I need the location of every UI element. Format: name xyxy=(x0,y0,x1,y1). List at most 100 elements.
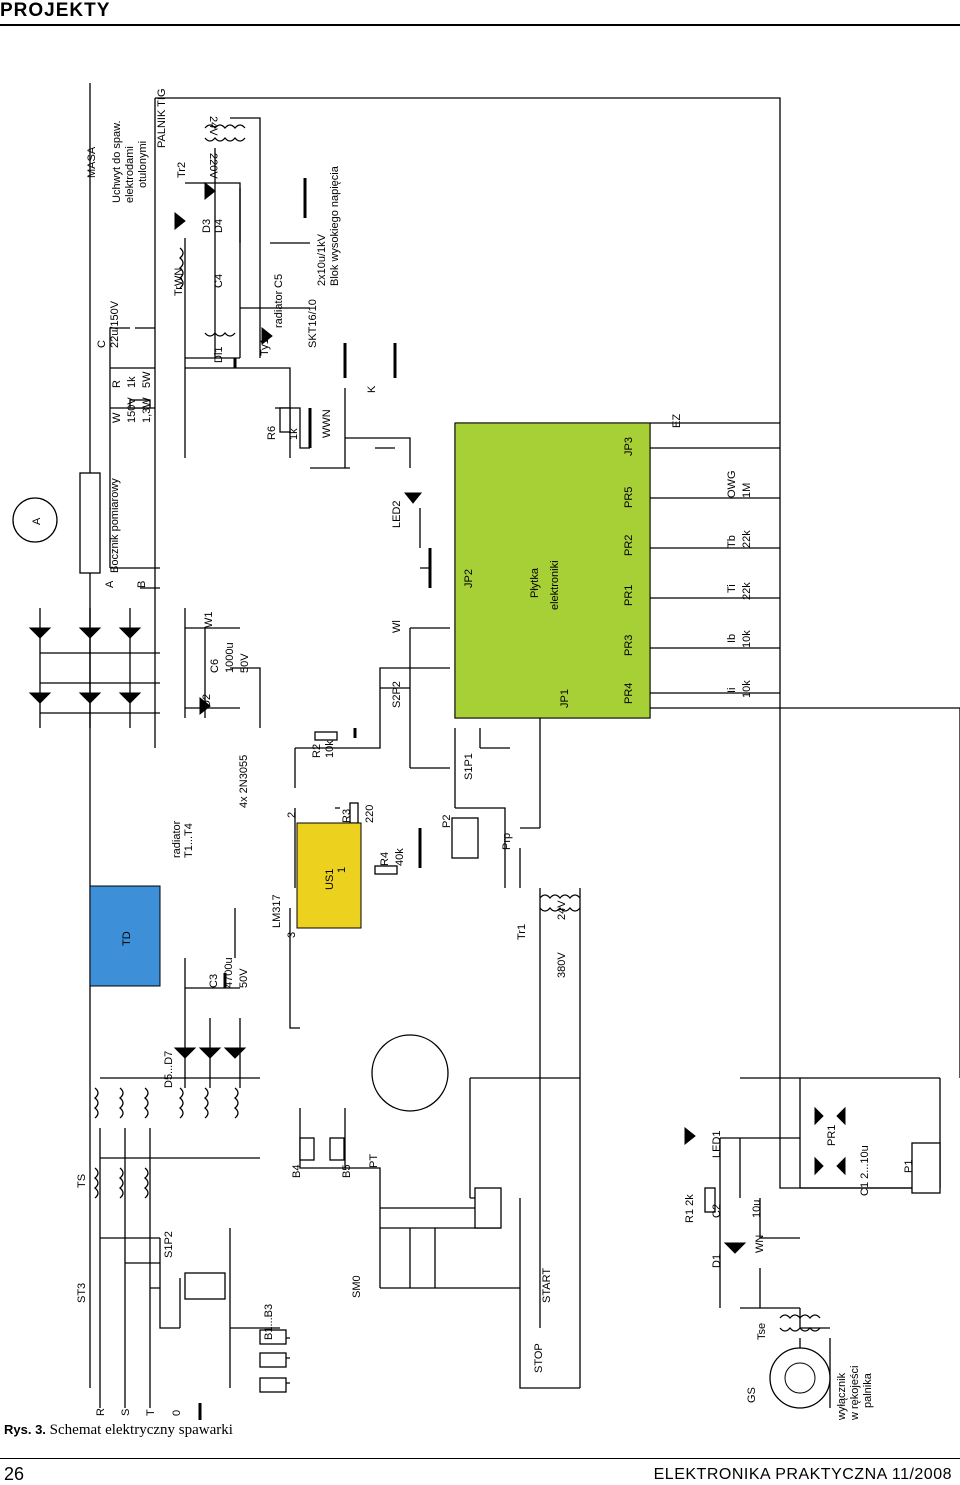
lbl-skt: SKT16/10 xyxy=(307,299,319,348)
lbl-ib: Ib xyxy=(726,634,738,643)
lbl-lm317: LM317 xyxy=(271,894,283,928)
wire xyxy=(184,908,240,1018)
diode-d3 xyxy=(174,211,186,231)
electronics-board xyxy=(454,422,651,719)
lbl-uchwyt: Uchwyt do spaw. xyxy=(111,120,123,203)
lbl-led1: LED1 xyxy=(711,1130,723,1158)
lbl-p2: P2 xyxy=(441,815,453,828)
lbl-gs: GS xyxy=(746,1387,758,1403)
coil-ts-prim2 xyxy=(93,1167,149,1199)
diode-bridge xyxy=(28,627,142,639)
wire xyxy=(519,827,540,888)
lbl-jp3: JP3 xyxy=(623,437,635,456)
lbl-pin3: 3 xyxy=(286,932,298,938)
lbl-uchwyt: otulonymi xyxy=(137,141,149,188)
diode-d1 xyxy=(723,1242,747,1254)
lbl-blok: 2x10u/1kV xyxy=(316,233,328,286)
wire xyxy=(239,188,310,309)
lbl-w-val: 1,3W xyxy=(141,397,153,423)
lbl-r: R xyxy=(111,380,123,388)
lbl-plytka: elektroniki xyxy=(549,560,561,610)
lbl-tr1: Tr1 xyxy=(516,924,528,940)
resistor-r xyxy=(129,399,151,409)
lbl-ti-val: 22k xyxy=(741,582,753,600)
lbl-b5: B5 xyxy=(341,1165,353,1178)
lbl-c3-val: 50V xyxy=(238,968,250,988)
lbl-phase-r: R xyxy=(95,1408,107,1416)
lbl-c6-val: 50V xyxy=(239,653,251,673)
lbl-ii: Ii xyxy=(726,688,738,694)
diode-led2 xyxy=(403,492,423,504)
lbl-s1p1: S1P1 xyxy=(463,753,475,780)
wire xyxy=(229,1228,280,1388)
lbl-owg: OWG xyxy=(726,471,738,499)
wire xyxy=(289,748,300,1029)
lbl-c1: C1 2...10u xyxy=(859,1145,871,1196)
coil-tr1 xyxy=(539,894,581,912)
lbl-d2: D2 xyxy=(201,694,213,708)
relay-sm0 xyxy=(474,1187,502,1229)
wire xyxy=(100,1237,160,1289)
lbl-wyl: palnika xyxy=(862,1372,874,1408)
lbl-r1: R1 2k xyxy=(684,1194,696,1223)
lbl-c: C xyxy=(96,340,108,348)
lbl-d3: D3 xyxy=(201,219,213,233)
wire xyxy=(469,1077,580,1338)
wire xyxy=(455,747,510,888)
lbl-b1b3: B1...B3 xyxy=(263,1304,275,1340)
lbl-r6-val: 1k xyxy=(288,428,300,440)
lbl-stop: STOP xyxy=(533,1343,545,1373)
lbl-pr1: PR1 xyxy=(623,585,635,606)
hand-switch-inner xyxy=(784,1362,816,1394)
fuse-b1b3 xyxy=(259,1352,287,1368)
lbl-b4: B4 xyxy=(291,1165,303,1178)
fuse-b1b3 xyxy=(259,1329,287,1345)
coil-trwn xyxy=(178,247,184,289)
lbl-r2-val: 10k xyxy=(324,740,336,758)
lbl-td: TD xyxy=(121,931,133,946)
coil-ts-sec xyxy=(178,1087,239,1119)
lbl-pr1b: PR1 xyxy=(826,1125,838,1146)
lbl-us1: US1 xyxy=(324,869,336,890)
relay-p1 xyxy=(911,1142,941,1194)
wire xyxy=(109,327,155,428)
diodes-d5d7 xyxy=(173,1047,247,1059)
resistor-r6 xyxy=(279,407,291,433)
lbl-ti: Ti xyxy=(726,584,738,593)
lbl-r4-val: 40k xyxy=(394,848,406,866)
lbl-d4: D4 xyxy=(213,219,225,233)
lbl-c3: C3 xyxy=(208,974,220,988)
figure-caption: Rys. 3. Schemat elektryczny spawarki xyxy=(4,1422,233,1439)
lbl-neutral: 0 xyxy=(171,1410,183,1416)
wire xyxy=(480,707,960,1078)
lbl-pr3: PR3 xyxy=(623,635,635,656)
lbl-wwn: WWN xyxy=(321,409,333,438)
lbl-2n3055: 4x 2N3055 xyxy=(238,755,250,808)
wire xyxy=(184,608,240,718)
lbl-terminal-a: A xyxy=(104,580,116,588)
wire xyxy=(99,1128,151,1408)
thyristor-ty1 xyxy=(261,326,273,346)
lbl-tb: Tb xyxy=(726,535,738,548)
lbl-c-val: 22u/150V xyxy=(109,300,121,348)
wire xyxy=(344,388,411,468)
lbl-s2p2: S2P2 xyxy=(391,681,403,708)
lbl-pr5: PR5 xyxy=(623,487,635,508)
lbl-wyl: wyłącznik xyxy=(836,1372,848,1420)
ground xyxy=(198,178,432,1420)
coil-tr2-primary xyxy=(204,124,246,130)
wire xyxy=(650,447,780,694)
lbl-pr4: PR4 xyxy=(623,683,635,704)
lbl-ammeter: A xyxy=(31,517,43,525)
wire xyxy=(740,1077,801,1188)
wire xyxy=(539,888,581,1388)
labels: MASA Uchwyt do spaw. elektrodami otulony… xyxy=(31,88,915,1420)
lbl-d5d7: D5...D7 xyxy=(163,1051,175,1088)
fuse-b5 xyxy=(329,1137,345,1161)
lbl-c2-val: 10u xyxy=(751,1200,763,1218)
lbl-220v: 220V xyxy=(207,153,219,179)
lbl-led2: LED2 xyxy=(391,500,403,528)
wire xyxy=(759,1198,800,1308)
lbl-c5: C5 xyxy=(273,274,285,288)
resistor-r2 xyxy=(314,731,338,741)
